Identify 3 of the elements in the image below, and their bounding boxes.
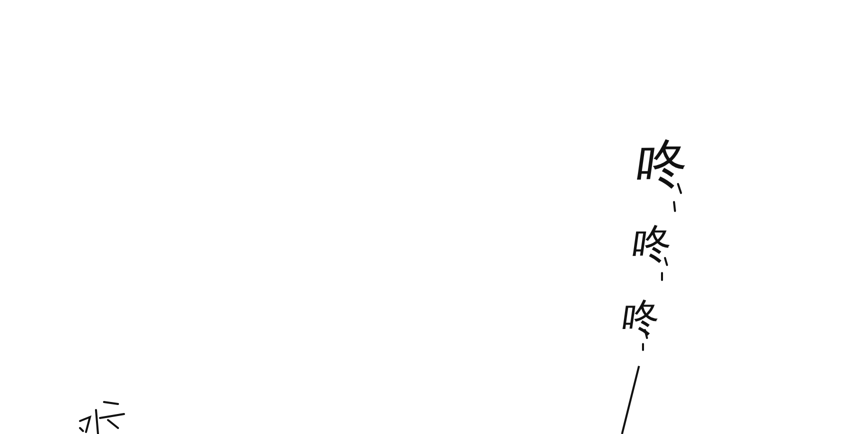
sound-word: 咚 — [632, 138, 692, 190]
sound-word: 咚 — [629, 224, 675, 264]
sound-word: 咚 — [619, 298, 663, 336]
